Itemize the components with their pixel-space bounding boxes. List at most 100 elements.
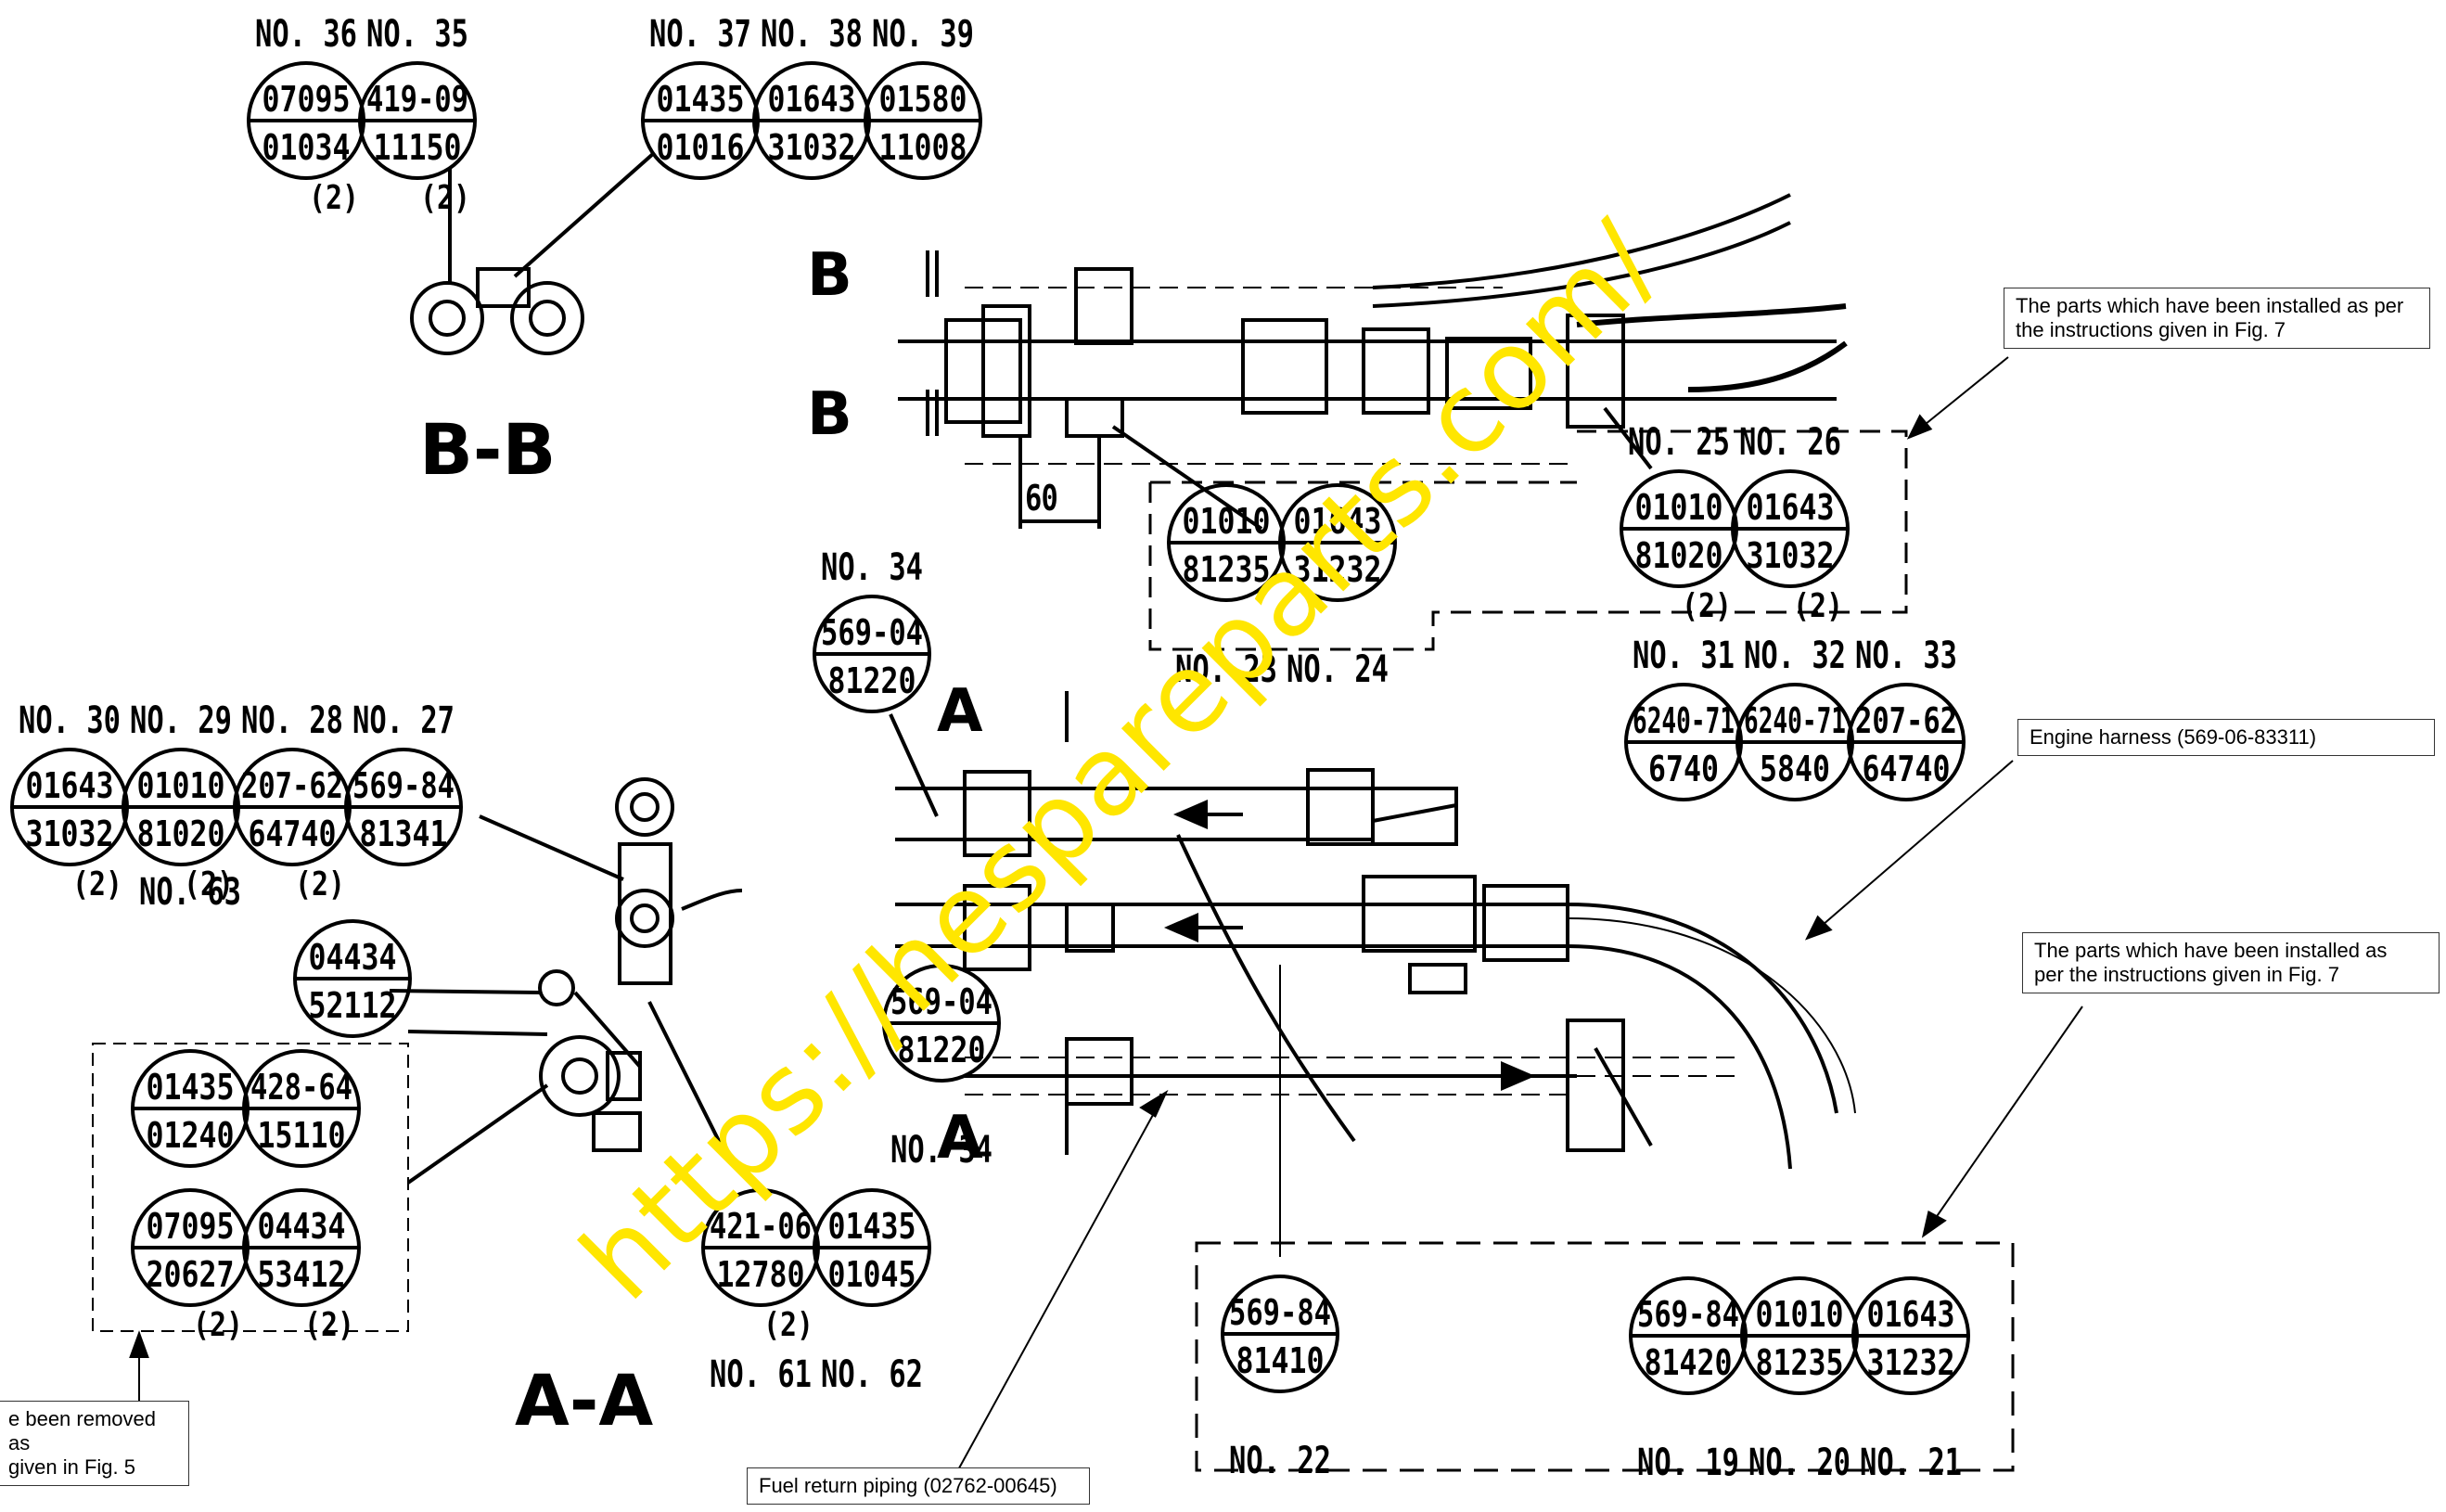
bubble-number-label: NO. 29 — [130, 699, 232, 742]
upper-pipe-run — [898, 193, 1848, 529]
bubble-number-label: NO. 21 — [1860, 1442, 1962, 1484]
bubble-top-code: 07095 — [263, 79, 351, 120]
bubble-bottom-code: 81220 — [828, 660, 916, 701]
lower-pipe-run — [895, 768, 1856, 1170]
bubble-number-label: NO. 32 — [1744, 634, 1846, 677]
bubble-top-code: 01010 — [1756, 1294, 1844, 1335]
bubble-top-code: 01010 — [1183, 501, 1271, 542]
bubble-top-code: 569-04 — [890, 981, 992, 1022]
note-fig7-top: The parts which have been installed as p… — [2004, 288, 2430, 349]
bubble-number-label: NO. 24 — [1287, 648, 1389, 691]
bubble-bottom-code: 6740 — [1648, 749, 1719, 789]
bubble-bottom-code: 64740 — [249, 814, 337, 854]
bubble-top-code: 04434 — [309, 937, 397, 978]
dimension-label: 60 — [1025, 478, 1058, 519]
bubble-number-label: NO. 35 — [366, 13, 468, 56]
bubble-bottom-code: 5840 — [1760, 749, 1830, 789]
bubble-bottom-code: 81420 — [1645, 1342, 1733, 1383]
bubble-top-code: 569-84 — [1229, 1292, 1331, 1333]
bubble-top-code: 428-64 — [250, 1067, 352, 1108]
note-line: The parts which have been installed as — [2034, 939, 2388, 962]
bubble-top-code: 207-62 — [241, 765, 343, 806]
bubble-bottom-code: 01045 — [828, 1254, 916, 1295]
bubble-quantity: (2) — [184, 865, 234, 903]
section-label-bb: B-B — [419, 408, 557, 491]
note-removed: e been removed as given in Fig. 5 — [0, 1401, 189, 1486]
bubble-bottom-code: 81410 — [1236, 1340, 1325, 1381]
note-line: e been removed as — [8, 1407, 156, 1454]
bubble-bottom-code: 01240 — [147, 1115, 235, 1156]
cut-label-b-top: B — [807, 241, 852, 310]
bubble-bottom-code: 01034 — [263, 127, 351, 168]
bubble-top-code: 569-84 — [352, 765, 455, 806]
bubble-quantity: (2) — [309, 179, 359, 217]
bubble-top-code: 01435 — [657, 79, 745, 120]
bubble-number-label: NO. 30 — [19, 699, 121, 742]
bubble-quantity: (2) — [72, 865, 122, 903]
bubble-quantity: (2) — [193, 1306, 243, 1344]
section-label-aa: A-A — [515, 1359, 654, 1442]
bubble-top-code: 419-09 — [366, 79, 468, 120]
note-fuel-return: Fuel return piping (02762-00645) — [747, 1467, 1090, 1505]
bubble-bottom-code: 64740 — [1863, 749, 1951, 789]
bubble-bottom-code: 81020 — [137, 814, 225, 854]
bubble-top-code: 01010 — [1635, 487, 1723, 528]
bubble-bottom-code: 52112 — [309, 985, 397, 1026]
bubble-bottom-code: 81020 — [1635, 535, 1723, 576]
bubble-top-code: 07095 — [147, 1206, 235, 1247]
note-line: Engine harness (569-06-83311) — [2030, 725, 2317, 749]
bubble-bottom-code: 31032 — [1747, 535, 1835, 576]
bubble-number-label: NO. 28 — [241, 699, 343, 742]
bubble-quantity: (2) — [1793, 587, 1843, 625]
bubble-top-code: 01643 — [1867, 1294, 1955, 1335]
bubble-number-label: NO. 34 — [890, 1129, 992, 1172]
bubble-bottom-code: 31232 — [1867, 1342, 1955, 1383]
bubble-quantity: (2) — [304, 1306, 354, 1344]
bubble-number-label: NO. 19 — [1637, 1442, 1739, 1484]
bubble-number-label: NO. 62 — [821, 1353, 923, 1396]
bubble-bottom-code: 11008 — [879, 127, 967, 168]
bubble-number-label: NO. 61 — [710, 1353, 812, 1396]
bubble-top-code: 207-62 — [1855, 700, 1957, 741]
bubble-number-label: NO. 34 — [821, 546, 923, 589]
bubble-top-code: 6240-71 — [1744, 700, 1846, 741]
bubble-number-label: NO. 63 — [139, 871, 241, 914]
bubble-quantity: (2) — [295, 865, 345, 903]
bubble-quantity: (2) — [763, 1306, 813, 1344]
note-line: Fuel return piping (02762-00645) — [759, 1474, 1057, 1497]
bubble-number-label: NO. 36 — [255, 13, 357, 56]
cut-label-a-top: A — [937, 677, 983, 746]
bubble-bottom-code: 81220 — [898, 1030, 986, 1070]
bubble-top-code: 01643 — [1294, 501, 1382, 542]
bubble-number-label: NO. 33 — [1855, 634, 1957, 677]
bubble-number-label: NO. 39 — [872, 13, 974, 56]
bubble-bottom-code: 31032 — [26, 814, 114, 854]
bubble-bottom-code: 31032 — [768, 127, 856, 168]
bubble-number-label: NO. 37 — [649, 13, 751, 56]
bubble-number-label: NO. 26 — [1739, 421, 1841, 464]
bubble-top-code: 421-06 — [710, 1206, 812, 1247]
bubble-bottom-code: 81341 — [360, 814, 448, 854]
note-fig7-bottom: The parts which have been installed as p… — [2022, 932, 2440, 993]
cut-label-b-bottom: B — [807, 380, 852, 449]
bubble-top-code: 01435 — [147, 1067, 235, 1108]
bubble-top-code: 01435 — [828, 1206, 916, 1247]
bubble-number-label: NO. 25 — [1628, 421, 1730, 464]
bubble-top-code: 04434 — [258, 1206, 346, 1247]
note-line: per the instructions given in Fig. 7 — [2034, 963, 2339, 986]
bubble-bottom-code: 12780 — [717, 1254, 805, 1295]
bubble-number-label: NO. 23 — [1175, 648, 1277, 691]
cut-label-a-bottom: A — [937, 1104, 983, 1172]
bubble-quantity: (2) — [420, 179, 470, 217]
note-line: The parts which have been installed as p… — [2016, 294, 2404, 317]
bubble-bottom-code: 81235 — [1183, 549, 1271, 590]
bubble-bottom-code: 31232 — [1294, 549, 1382, 590]
bubble-bottom-code: 01016 — [657, 127, 745, 168]
bubble-quantity: (2) — [1682, 587, 1732, 625]
note-engine-harness: Engine harness (569-06-83311) — [2017, 719, 2435, 756]
bubble-top-code: 569-84 — [1637, 1294, 1739, 1335]
bubble-top-code: 01580 — [879, 79, 967, 120]
bubble-bottom-code: 15110 — [258, 1115, 346, 1156]
